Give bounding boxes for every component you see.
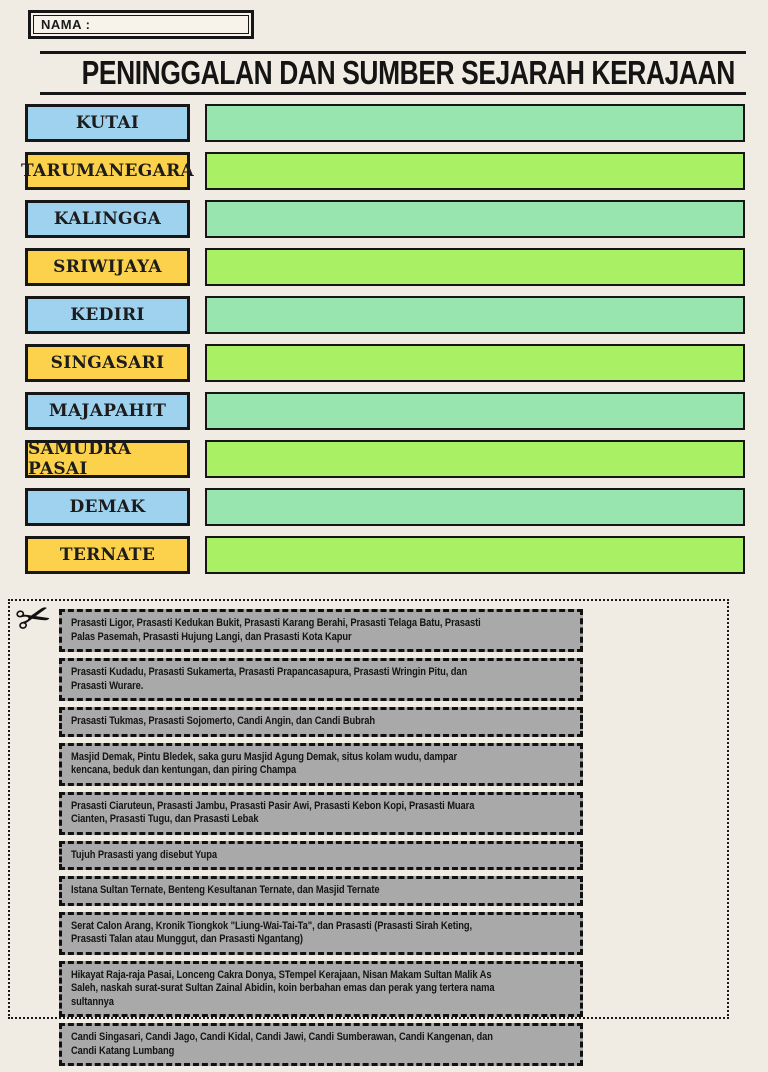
answer-strip[interactable]: Prasasti Kudadu, Prasasti Sukamerta, Pra… [59,658,583,701]
answer-strip[interactable]: Candi Singasari, Candi Jago, Candi Kidal… [59,1023,583,1066]
kingdom-label-samudra-pasai: SAMUDRA PASAI [25,439,190,479]
kingdom-row: TARUMANEGARA [21,152,745,190]
kingdom-row: SINGASARI [25,344,745,382]
kingdom-label-tarumanegara: TARUMANEGARA [21,152,194,190]
answer-strip[interactable]: Tujuh Prasasti yang disebut Yupa [59,840,583,870]
answer-strip[interactable]: Prasasti Ligor, Prasasti Kedukan Bukit, … [59,609,583,652]
kingdom-row: KALINGGA [25,200,745,238]
kingdom-rows: KUTAI TARUMANEGARA KALINGGA SRIWIJAYA KE… [21,104,745,584]
answer-box-ternate[interactable] [205,536,745,574]
strip-text: Prasasti Ligor, Prasasti Kedukan Bukit, … [71,617,481,643]
strip-text: Istana Sultan Ternate, Benteng Kesultana… [71,884,380,896]
kingdom-label-kalingga: KALINGGA [25,200,190,238]
strip-text: Prasasti Ciaruteun, Prasasti Jambu, Pras… [71,799,475,826]
scissors-icon: ✂ [10,589,57,646]
kingdom-row: SAMUDRA PASAI [25,439,745,479]
answer-box-majapahit[interactable] [205,392,745,430]
kingdom-label-kutai: KUTAI [25,104,190,142]
kingdom-row: SRIWIJAYA [25,248,745,286]
kingdom-label-ternate: TERNATE [25,536,190,574]
answer-box-kediri[interactable] [205,296,745,334]
cutout-section: ✂ Prasasti Ligor, Prasasti Kedukan Bukit… [8,589,729,1066]
strip-text: Serat Calon Arang, Kronik Tiongkok "Liun… [71,919,473,946]
answer-box-tarumanegara[interactable] [205,152,745,190]
strip-text: Tujuh Prasasti yang disebut Yupa [71,848,218,861]
answer-box-kutai[interactable] [205,104,745,142]
answer-box-singasari[interactable] [205,344,745,382]
title-rule-top [40,51,746,54]
kingdom-label-singasari: SINGASARI [25,344,190,382]
answer-box-samudra-pasai[interactable] [205,440,745,478]
page-title: PENINGGALAN DAN SUMBER SEJARAH KERAJAAN [81,54,736,91]
answer-strip[interactable]: Masjid Demak, Pintu Bledek, saka guru Ma… [59,742,583,786]
answer-strip[interactable]: Prasasti Ciaruteun, Prasasti Jambu, Pras… [59,791,583,835]
answer-box-kalingga[interactable] [205,200,745,238]
answer-strip[interactable]: Hikayat Raja-raja Pasai, Lonceng Cakra D… [59,960,583,1017]
answer-strip[interactable]: Prasasti Tukmas, Prasasti Sojomerto, Can… [59,707,583,737]
strip-text: Hikayat Raja-raja Pasai, Lonceng Cakra D… [71,968,495,1008]
page-title-wrap: PENINGGALAN DAN SUMBER SEJARAH KERAJAAN [0,54,768,92]
answer-strip[interactable]: Serat Calon Arang, Kronik Tiongkok "Liun… [59,911,583,955]
answer-box-demak[interactable] [205,488,745,526]
kingdom-row: MAJAPAHIT [25,392,745,430]
kingdom-row: TERNATE [25,536,745,574]
answer-strips: Prasasti Ligor, Prasasti Kedukan Bukit, … [59,609,583,1072]
kingdom-row: KUTAI [25,104,745,142]
strip-text: Candi Singasari, Candi Jago, Candi Kidal… [71,1031,493,1057]
strip-text: Prasasti Kudadu, Prasasti Sukamerta, Pra… [71,666,468,692]
kingdom-label-majapahit: MAJAPAHIT [25,392,190,430]
title-rule-bottom [40,92,746,95]
answer-box-sriwijaya[interactable] [205,248,745,286]
answer-strip[interactable]: Istana Sultan Ternate, Benteng Kesultana… [59,876,583,906]
kingdom-row: KEDIRI [25,296,745,334]
kingdom-label-kediri: KEDIRI [25,296,190,334]
name-field[interactable]: NAMA : [28,10,254,39]
strip-text: Prasasti Tukmas, Prasasti Sojomerto, Can… [71,715,376,727]
kingdom-row: DEMAK [25,488,745,526]
kingdom-label-sriwijaya: SRIWIJAYA [25,248,190,286]
strip-text: Masjid Demak, Pintu Bledek, saka guru Ma… [71,750,458,777]
kingdom-label-demak: DEMAK [25,488,190,526]
name-field-label: NAMA : [41,17,91,32]
